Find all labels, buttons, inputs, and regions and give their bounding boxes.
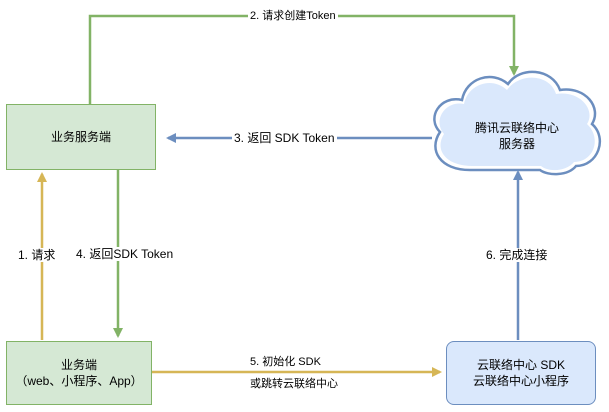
sdk-line2: 云联络中心小程序 xyxy=(472,374,569,388)
sdk-line1: 云联络中心 SDK xyxy=(476,358,565,372)
cloud-line1: 腾讯云联络中心 xyxy=(474,121,559,135)
node-business-client[interactable]: 业务端 （web、小程序、App） xyxy=(6,341,152,405)
node-business-server[interactable]: 业务服务端 xyxy=(6,104,156,170)
label-step4: 4. 返回SDK Token xyxy=(74,247,176,261)
node-tencent-cloud[interactable]: 腾讯云联络中心 服务器 xyxy=(462,120,572,152)
node-sdk[interactable]: 云联络中心 SDK 云联络中心小程序 xyxy=(446,341,596,405)
client-line2: （web、小程序、App） xyxy=(15,374,143,388)
label-step1: 1. 请求 xyxy=(16,248,58,262)
cloud-line2: 服务器 xyxy=(498,137,535,151)
node-business-server-label: 业务服务端 xyxy=(50,130,111,144)
cloud-fill xyxy=(439,77,595,171)
edge-step2 xyxy=(88,14,519,104)
label-step6: 6. 完成连接 xyxy=(484,248,550,262)
label-step3: 3. 返回 SDK Token xyxy=(232,131,337,145)
label-step5-line2: 或跳转云联络中心 xyxy=(248,377,340,391)
label-step2: 2. 请求创建Token xyxy=(248,9,338,23)
client-line1: 业务端 xyxy=(60,358,97,372)
label-step5-line1: 5. 初始化 SDK xyxy=(248,355,323,369)
